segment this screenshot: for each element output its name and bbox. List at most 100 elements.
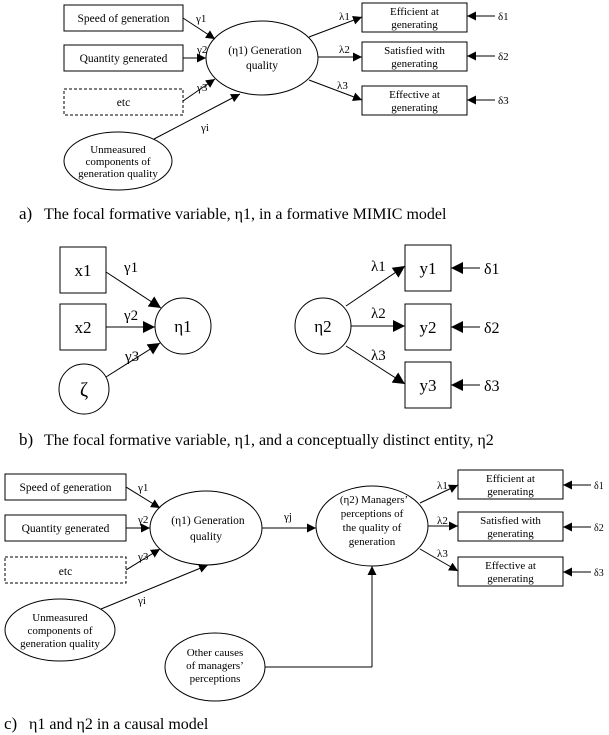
panel-a-caption-letter: a)	[19, 204, 32, 223]
panel-c-lambda3: λ3	[437, 548, 448, 560]
panel-a-arrow-lambda3	[308, 79, 363, 102]
panel-b-caption: The focal formative variable, η1, and a …	[44, 432, 494, 449]
panel-c-gamma3: γ3	[137, 551, 149, 563]
panel-b-arrow-gamma1	[105, 271, 162, 309]
panel-c-eta2-line2: perceptions of	[341, 508, 404, 520]
panel-a-input-etc: etc	[117, 97, 130, 109]
panel-c-unmeasured-ellipse	[4, 598, 116, 662]
panel-b-x1-box	[59, 246, 107, 294]
panel-c-lambda2: λ2	[437, 515, 448, 527]
panel-a-lambda2: λ2	[339, 44, 350, 56]
panel-c-arrow-gammai	[100, 564, 209, 610]
panel-b-arrow-lambda1	[345, 265, 406, 307]
panel-a-output-effective-line2: generating	[391, 102, 438, 114]
panel-a-output-effective-line1: Effective at	[389, 89, 440, 101]
panel-c-gamma2: γ2	[137, 514, 148, 526]
panel-b-y1: y1	[420, 259, 437, 278]
panel-c-eta1-line2: quality	[190, 531, 222, 543]
panel-b-delta1: δ1	[484, 261, 500, 278]
panel-b-delta2: δ2	[484, 320, 500, 337]
panel-a-gamma1: γ1	[195, 13, 206, 25]
panel-a-arrow-gamma1	[182, 17, 216, 40]
panel-c-delta2: δ2	[594, 523, 604, 534]
panel-b-zeta: ζ	[80, 379, 88, 401]
panel-b-y3: y3	[420, 376, 437, 395]
panel-a-delta3: δ3	[498, 95, 509, 107]
panel-c-delta1: δ1	[594, 481, 604, 492]
panel-c: Speed of generation Quantity generated e…	[4, 469, 604, 733]
panel-a-input-speed: Speed of generation	[78, 13, 170, 25]
panel-c-unmeasured-line1: Unmeasured	[32, 612, 88, 624]
panel-c-eta2-line4: generation	[349, 536, 396, 548]
panel-a-lambda1: λ1	[339, 11, 350, 23]
panel-c-unmeasured-line2: components of	[27, 625, 92, 637]
panel-b-delta3: δ3	[484, 378, 500, 395]
panel-a-construct-line1: (η1) Generation	[228, 45, 302, 57]
panel-c-input-etc: etc	[59, 566, 72, 578]
panel-b-eta1-circle	[154, 297, 212, 355]
panel-a-unmeasured-line1: Unmeasured	[90, 144, 146, 156]
panel-c-gammai: γi	[137, 595, 146, 607]
panel-b-gamma1: γ1	[123, 260, 138, 276]
panel-a-construct-ellipse	[205, 20, 319, 96]
panel-a-unmeasured-line2: components of	[85, 156, 150, 168]
panel-c-gamma1: γ1	[137, 482, 148, 494]
panel-a-gamma3: γ3	[196, 82, 208, 94]
panel-b-y2: y2	[420, 318, 437, 337]
panel-b-arrow-gamma3	[105, 342, 161, 378]
panel-c-delta3: δ3	[594, 568, 604, 579]
panel-c-eta2-line1: (η2) Managers’	[340, 494, 408, 506]
panel-c-input-speed: Speed of generation	[20, 482, 112, 494]
panel-a-caption: The focal formative variable, η1, in a f…	[44, 206, 447, 223]
panel-a-output-satisfied-line2: generating	[391, 58, 438, 70]
panel-a-gamma2: γ2	[196, 44, 207, 56]
panel-c-arrow-gamma3	[125, 548, 161, 571]
panel-a-unmeasured-ellipse	[63, 131, 173, 191]
panel-c-lambda1: λ1	[437, 480, 448, 492]
panel-c-other-line3: perceptions	[190, 673, 241, 685]
panel-a-arrow-gamma3	[182, 78, 216, 102]
panel-a-construct-line2: quality	[246, 60, 278, 72]
panel-a-output-efficient-line2: generating	[391, 19, 438, 31]
panel-c-input-quantity: Quantity generated	[22, 523, 110, 535]
panel-c-caption: η1 and η2 in a causal model	[29, 716, 209, 733]
panel-a-output-efficient-line1: Efficient at	[390, 6, 439, 18]
panel-a-output-satisfied-line1: Satisfied with	[384, 45, 445, 57]
panel-a-input-quantity: Quantity generated	[80, 53, 168, 65]
panel-b-lambda1: λ1	[371, 259, 386, 275]
panel-b-lambda2: λ2	[371, 306, 386, 322]
panel-b-arrow-lambda3	[345, 345, 406, 385]
panel-b-caption-letter: b)	[19, 430, 33, 449]
panel-c-input-box-etc	[4, 556, 127, 584]
panel-c-output-efficient-line1: Efficient at	[486, 473, 535, 485]
panel-c-output-efficient-line2: generating	[487, 486, 534, 498]
panel-b-lambda3: λ3	[371, 348, 386, 364]
panel-c-output-satisfied-line2: generating	[487, 528, 534, 540]
panel-b-eta1: η1	[174, 317, 191, 336]
panel-c-caption-letter: c)	[4, 714, 17, 733]
panel-b: x1 x2 ζ η1 γ1 γ2 γ3 η2 y1 y2 y3 λ1 λ2 λ3…	[19, 244, 500, 449]
panel-b-zeta-circle	[58, 363, 110, 415]
panel-a-arrow-gammai	[153, 93, 241, 140]
panel-c-unmeasured-line3: generation quality	[20, 638, 100, 650]
panel-a-input-box-etc	[63, 88, 184, 116]
panel-c-output-effective-line2: generating	[487, 573, 534, 585]
panel-b-x1: x1	[75, 261, 92, 280]
panel-c-eta1-line1: (η1) Generation	[171, 515, 245, 527]
panel-c-arrow-lambda3	[419, 548, 459, 572]
panel-a: Speed of generation Quantity generated e…	[19, 2, 509, 223]
panel-b-gamma2: γ2	[123, 308, 138, 324]
panel-a-delta1: δ1	[498, 11, 509, 23]
panel-c-arrow-gamma1	[125, 486, 161, 509]
panel-c-other-line1: Other causes	[187, 647, 244, 659]
panel-a-unmeasured-line3: generation quality	[78, 168, 158, 180]
panel-c-gammaj: γj	[283, 511, 292, 523]
panel-c-eta1-ellipse	[149, 490, 263, 566]
panel-c-output-effective-line1: Effective at	[485, 560, 536, 572]
panel-a-delta2: δ2	[498, 51, 509, 63]
panel-a-gammai: γi	[200, 122, 209, 134]
panel-c-eta2-line3: the quality of	[343, 522, 402, 534]
panel-b-eta2: η2	[314, 317, 331, 336]
panel-b-x2: x2	[75, 318, 92, 337]
